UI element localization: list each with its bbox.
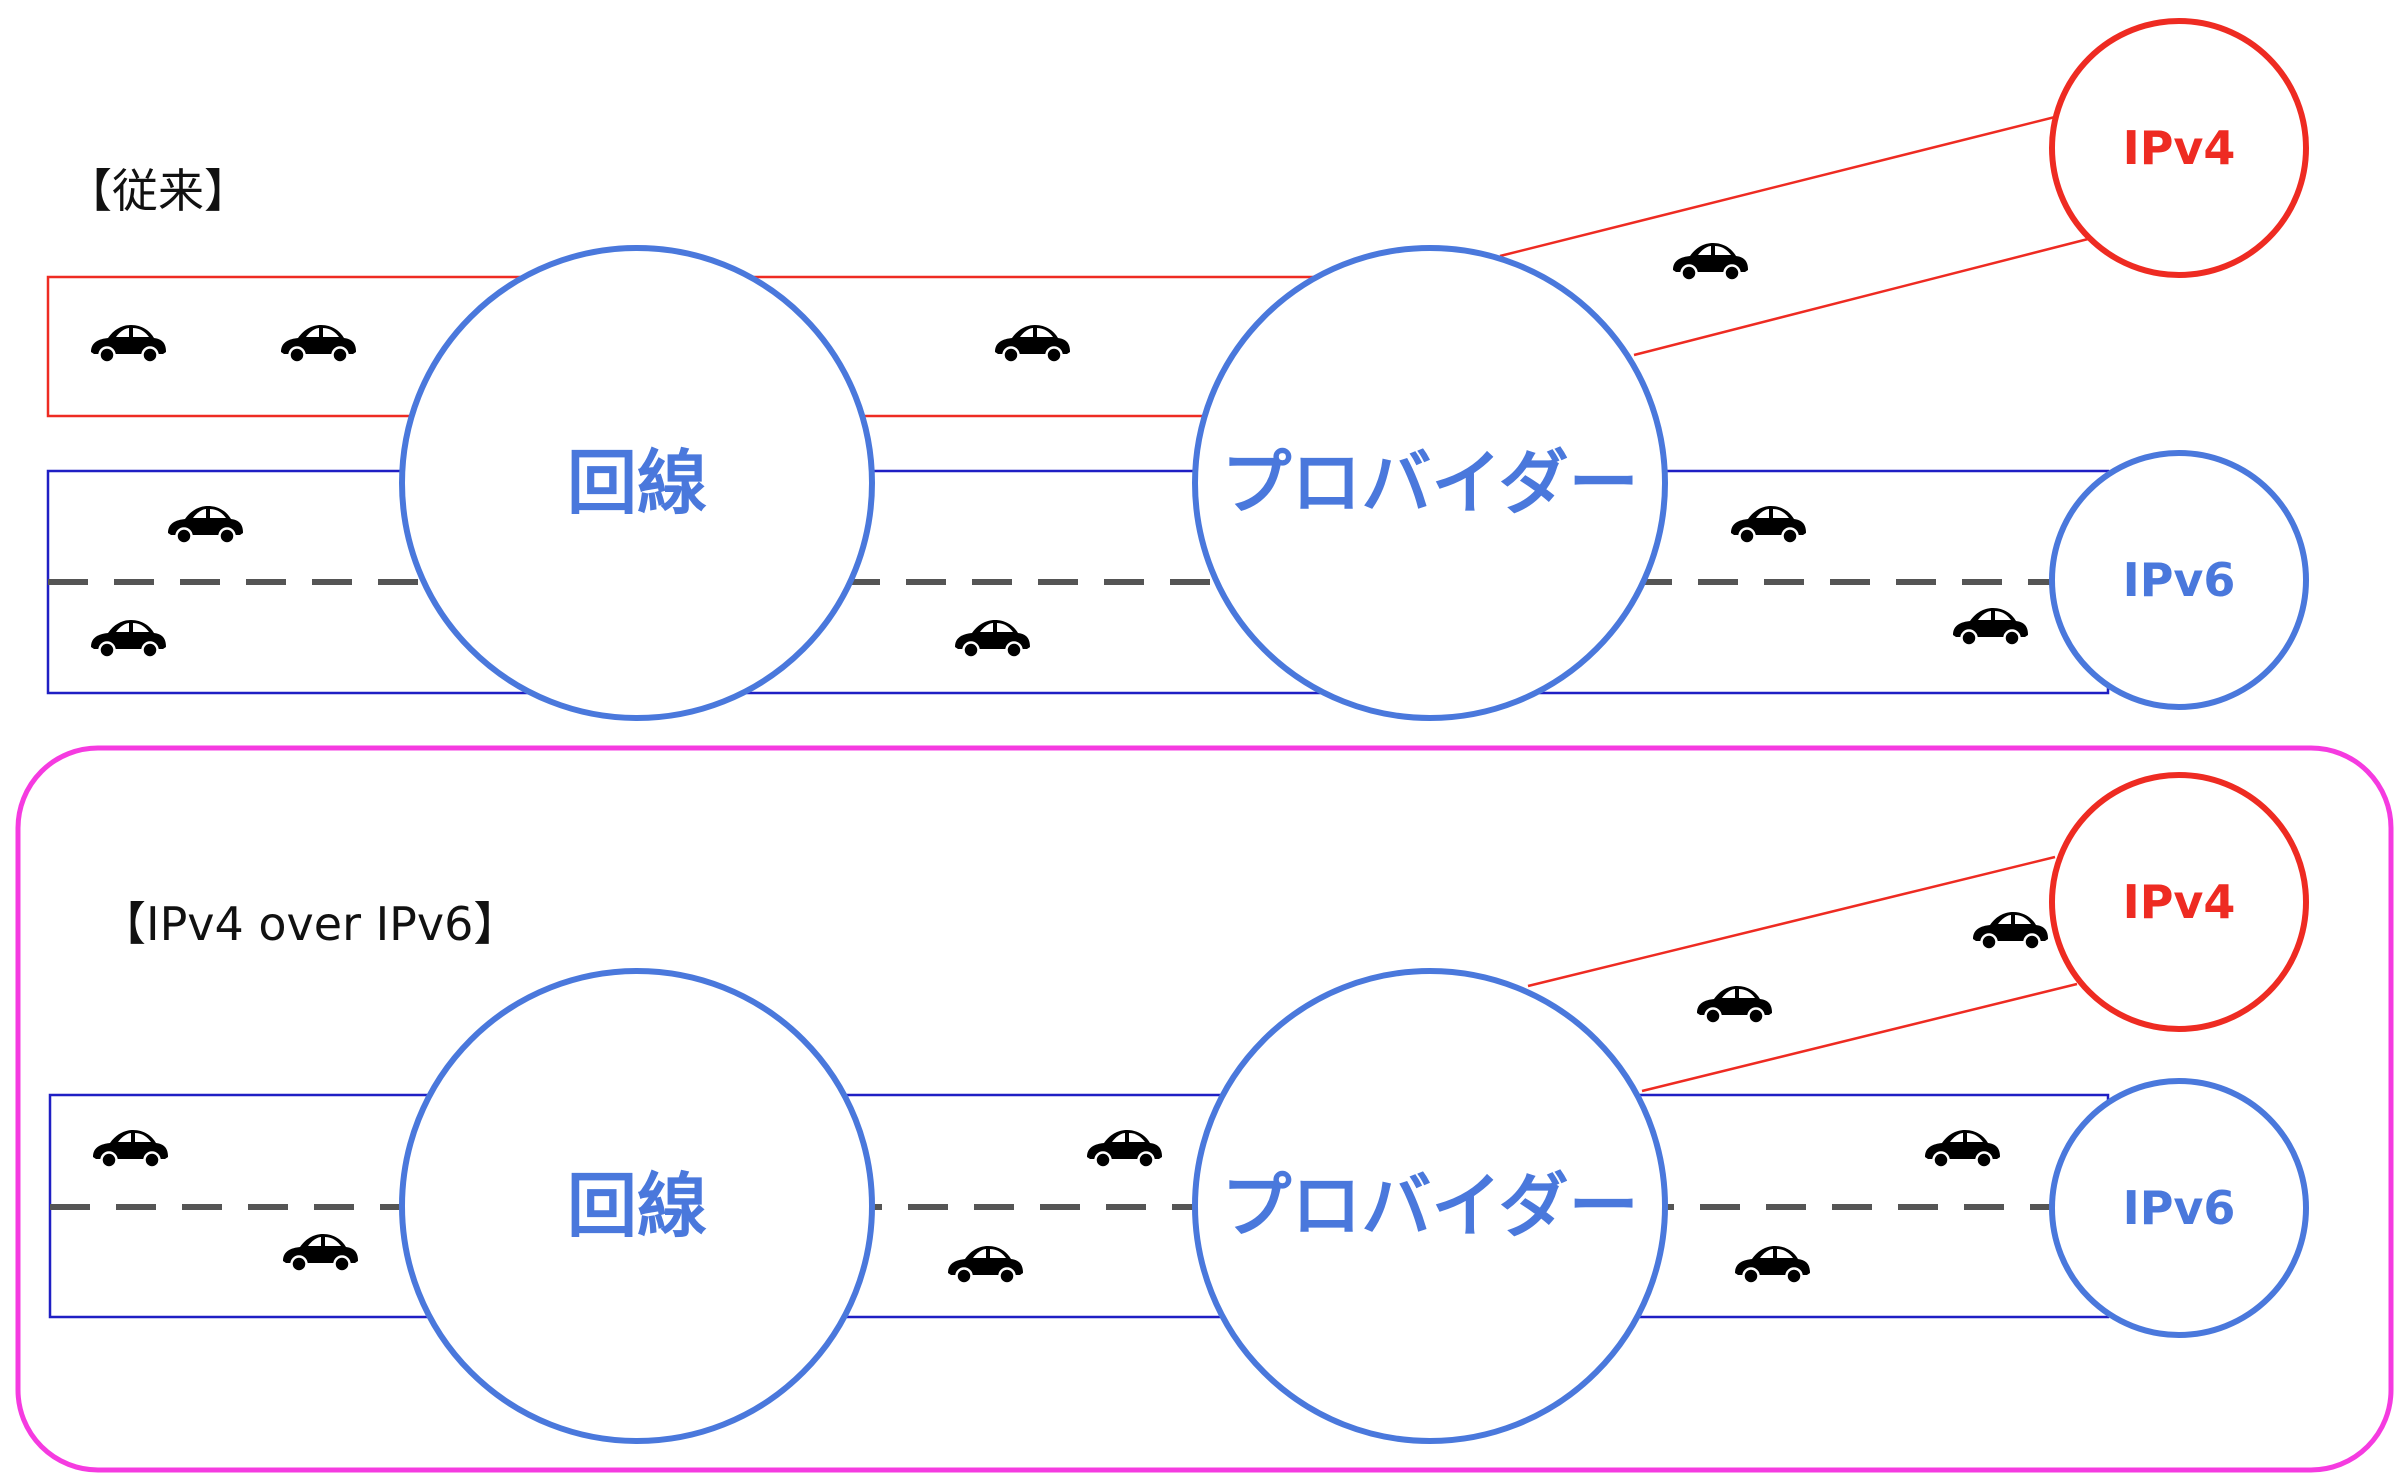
car-icon bbox=[1923, 1128, 2002, 1169]
car-icon bbox=[1971, 910, 2050, 951]
ipv6-circle bbox=[2049, 1078, 2309, 1338]
ipv4-over-ipv6-section: 【IPv4 over IPv6】 回線 プロバイダー IPv4 IPv6 bbox=[15, 745, 2394, 1473]
line-circle bbox=[399, 968, 875, 1444]
ipv4-circle bbox=[2049, 18, 2309, 278]
provider-circle-label: プロバイダー bbox=[1221, 442, 1638, 524]
ipv4-over-ipv6-section-title: 【IPv4 over IPv6】 bbox=[100, 897, 519, 951]
car-icon bbox=[91, 1128, 170, 1169]
ipv6-circle bbox=[2049, 450, 2309, 710]
car-icon bbox=[993, 323, 1072, 364]
car-icon bbox=[1085, 1128, 1164, 1169]
car-icon bbox=[281, 1232, 360, 1273]
line-circle-label: 回線 bbox=[567, 442, 707, 524]
provider-circle bbox=[1192, 245, 1668, 721]
car-icon bbox=[1729, 504, 1808, 545]
provider-circle-label: プロバイダー bbox=[1221, 1165, 1638, 1247]
ipv4-route-upper-line bbox=[1499, 115, 2056, 258]
legacy-section-title: 【従来】 bbox=[66, 164, 250, 218]
ipv4-circle bbox=[2049, 772, 2309, 1032]
legacy-section: 【従来】 回線 プロバイダー IPv4 IPv6 bbox=[46, 18, 2309, 721]
ipv4-circle-label: IPv4 bbox=[2123, 121, 2236, 175]
car-icon bbox=[1733, 1244, 1812, 1285]
car-icon bbox=[1671, 241, 1750, 282]
provider-circle bbox=[1192, 968, 1668, 1444]
car-icon bbox=[1951, 606, 2030, 647]
car-icon bbox=[953, 618, 1032, 659]
ipv6-circle-label: IPv6 bbox=[2123, 1181, 2236, 1235]
ipv4-route-upper-line bbox=[1527, 855, 2056, 988]
line-circle bbox=[399, 245, 875, 721]
line-circle-label: 回線 bbox=[567, 1165, 707, 1247]
ipv6-road bbox=[46, 469, 2110, 695]
ipv6-circle-label: IPv6 bbox=[2123, 553, 2236, 607]
car-icon bbox=[279, 323, 358, 364]
highlight-frame bbox=[15, 745, 2394, 1473]
ipv4-route-lower-line bbox=[1633, 236, 2093, 357]
car-icon bbox=[946, 1244, 1025, 1285]
ipv6-road bbox=[48, 1093, 2110, 1319]
ipv4-road bbox=[46, 115, 2093, 418]
car-icon bbox=[166, 504, 245, 545]
ipv4-circle-label: IPv4 bbox=[2123, 875, 2236, 929]
car-icon bbox=[1695, 984, 1774, 1025]
ipv4-route-lower-line bbox=[1641, 982, 2078, 1093]
car-icon bbox=[89, 618, 168, 659]
car-icon bbox=[89, 323, 168, 364]
